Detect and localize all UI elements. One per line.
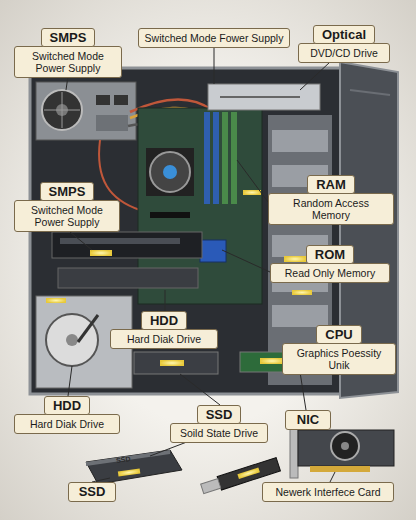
callout-text: NIC [285, 410, 331, 430]
optical-drive [208, 84, 320, 110]
motherboard [150, 212, 190, 218]
callout-heading: HDD [44, 396, 90, 415]
callout-text: DVD/CD Drive [298, 43, 390, 63]
callout-label: RAMRandom Access Memory [268, 175, 394, 225]
network-card [341, 442, 349, 450]
callout-heading: CPU [316, 325, 361, 344]
callout-label: SSDSoild State Drive [170, 405, 268, 443]
leader-line [300, 372, 306, 410]
callout-text: SSD [68, 482, 116, 502]
usb-stick [237, 468, 259, 480]
power-supply [36, 82, 136, 140]
leader-line [180, 374, 220, 405]
callout-text: Graphics Poessity Unik [282, 343, 396, 375]
leader-line [66, 76, 68, 90]
network-card [298, 430, 394, 466]
network-card [290, 426, 394, 478]
motherboard [213, 112, 219, 204]
callout-heading: SMPS [41, 28, 96, 47]
callout-text: Switched Mode Fower Supply [138, 28, 290, 48]
leader-line [70, 232, 92, 250]
hdd-cage [78, 315, 98, 342]
callout-heading: RAM [307, 175, 355, 194]
callout-text: Hard Diak Drive [110, 329, 218, 349]
highlight-glow [160, 360, 184, 366]
callout-heading: SMPS [40, 182, 95, 201]
network-card [290, 426, 298, 478]
optical-drive [208, 84, 320, 110]
callout-heading: ROM [306, 245, 354, 264]
power-supply [114, 95, 128, 105]
highlight-glow [90, 250, 112, 256]
callout-label: Switched Mode Fower Supply [138, 28, 290, 48]
leader-line [330, 472, 335, 482]
callout-text: Random Access Memory [268, 193, 394, 225]
callout-label: SSD [68, 482, 116, 502]
callout-heading: SSD [197, 405, 242, 424]
callout-text: Switched Mode Power Supply [14, 46, 122, 78]
leader-line [222, 250, 270, 272]
callout-heading: Optical [313, 25, 375, 44]
highlight-glow [46, 298, 66, 303]
callout-label: CPUGraphics Poessity Unik [282, 325, 396, 375]
callout-label: OpticalDVD/CD Drive [298, 25, 390, 63]
motherboard [200, 240, 226, 262]
leader-line [300, 62, 330, 90]
ssd-drive [86, 450, 182, 484]
usb-stick [201, 479, 221, 494]
ssd-drive [86, 450, 170, 466]
callout-label: HDDHard Diak Drive [14, 396, 120, 434]
motherboard [150, 152, 190, 192]
callout-text: Read Only Memory [270, 263, 390, 283]
callout-label: HDDHard Diak Drive [110, 311, 218, 349]
graphics-card [52, 232, 202, 288]
graphics-card [58, 268, 198, 288]
motherboard [204, 112, 210, 204]
network-card [331, 432, 359, 460]
callout-label: Newerk Interfece Card [262, 482, 394, 502]
callout-label: SMPSSwitched Mode Power Supply [14, 182, 120, 232]
callout-text: Newerk Interfece Card [262, 482, 394, 502]
drive-bays [272, 130, 328, 152]
power-supply [96, 115, 128, 131]
hdd-cage [46, 314, 98, 366]
callout-text: Switched Mode Power Supply [14, 200, 120, 232]
network-card [310, 466, 370, 472]
hdd-cage [66, 334, 78, 346]
power-supply [42, 90, 82, 130]
callout-label: ROMRead Only Memory [270, 245, 390, 283]
power-supply [36, 82, 136, 140]
callout-label: SMPSSwitched Mode Power Supply [14, 28, 122, 78]
pc-case [350, 90, 390, 95]
highlight-glow [260, 358, 284, 364]
callout-text: Soild State Drive [170, 423, 268, 443]
motherboard [163, 165, 177, 179]
leader-line [237, 160, 268, 202]
leader-line [165, 290, 166, 311]
leader-line [214, 46, 215, 84]
drive-bays [272, 305, 328, 327]
callout-heading: HDD [141, 311, 187, 330]
highlight-glow [292, 290, 312, 295]
hdd-cage [134, 352, 218, 374]
motherboard [146, 148, 194, 196]
graphics-card [52, 232, 202, 258]
callout-label: NIC [285, 410, 331, 430]
power-supply [96, 95, 110, 105]
motherboard [222, 112, 228, 204]
highlight-glow [243, 190, 261, 195]
optical-drive [220, 96, 300, 98]
ssd-drive [86, 450, 182, 484]
power-supply [62, 92, 63, 128]
leader-line [68, 366, 72, 396]
motherboard [231, 112, 237, 204]
ssd-drive [118, 468, 140, 476]
callout-text: Hard Diak Drive [14, 414, 120, 434]
highlight-glow [284, 256, 306, 262]
